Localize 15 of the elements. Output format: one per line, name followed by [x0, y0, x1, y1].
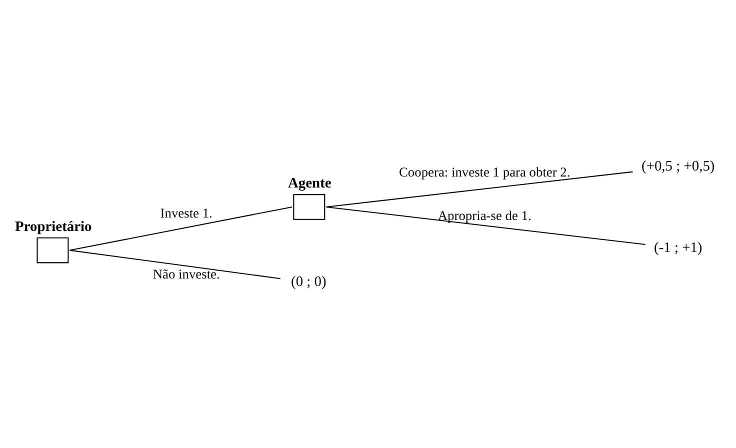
node-text: (0 ; 0): [291, 274, 326, 290]
node-label: Proprietário: [15, 218, 92, 234]
node-text: (+0,5 ; +0,5): [642, 158, 715, 174]
node-label: Agente: [288, 175, 332, 192]
edge-label: Investe 1.: [160, 205, 212, 220]
connector: [70, 249, 280, 279]
node-text: (-1 ; +1): [654, 240, 702, 256]
node-box: [293, 194, 326, 220]
edge-label: Apropria-se de 1.: [438, 207, 532, 222]
connector: [326, 170, 633, 207]
node-box: [36, 236, 69, 263]
connector: [70, 206, 292, 250]
connector: [326, 206, 646, 245]
edge-label: Não investe.: [152, 266, 220, 282]
edge-label: Coopera: investe 1 para obter 2.: [398, 164, 570, 179]
